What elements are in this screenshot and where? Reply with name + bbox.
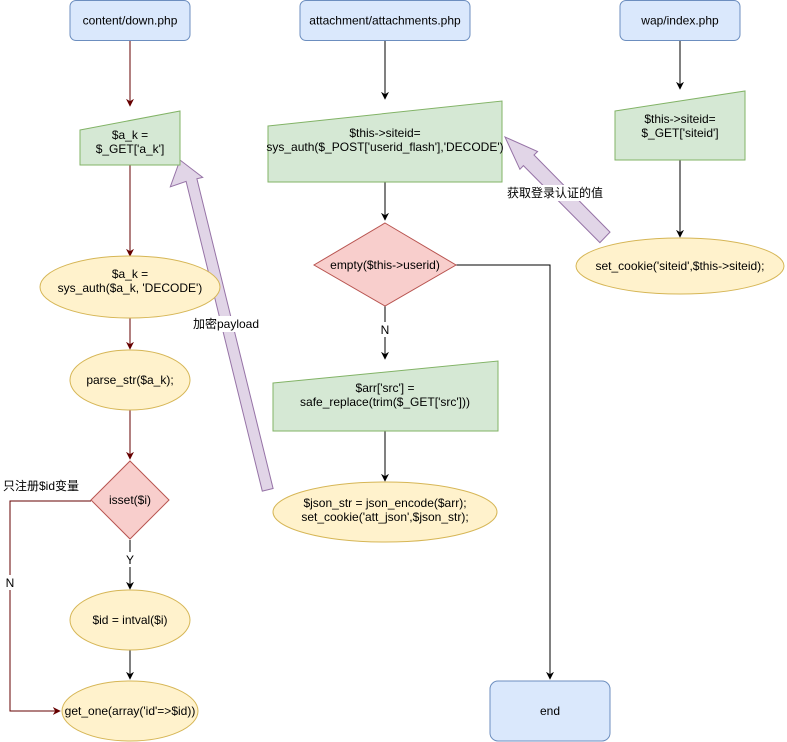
- node-attachments-php-label: attachment/attachments.php: [309, 14, 461, 28]
- node-ak-auth: [39, 255, 221, 319]
- edges-left-column: [9, 40, 134, 715]
- node-siteid-auth-line1: $this->siteid=: [349, 126, 420, 140]
- node-set-cookie-siteid: [575, 237, 785, 295]
- node-siteid-auth: [267, 100, 503, 183]
- node-arr-src: [272, 360, 499, 432]
- node-isset-label: isset($i): [109, 493, 151, 507]
- node-intval: [69, 589, 191, 651]
- node-arr-src-line2: safe_replace(trim($_GET['src'])): [300, 395, 470, 409]
- node-ak-get-line2: $_GET['a_k']: [96, 142, 165, 156]
- node-intval-label: $id = intval($i): [92, 613, 167, 627]
- node-wap-siteid-line1: $this->siteid=: [644, 112, 715, 126]
- node-empty-userid: [313, 222, 457, 307]
- node-siteid-auth-line2: sys_auth($_POST['userid_flash'],'DECODE'…: [266, 140, 503, 154]
- label-encrypt-payload: 加密payload: [193, 316, 259, 331]
- node-parse-str: [69, 349, 191, 411]
- label-no-mid: N: [381, 323, 390, 337]
- label-no-left-bg: [4, 575, 17, 590]
- edge-empty-yes-to-end: [456, 264, 554, 680]
- node-end: [489, 680, 611, 742]
- node-ak-auth-line1: $a_k =: [112, 267, 148, 281]
- node-parse-str-label: parse_str($a_k);: [86, 373, 173, 387]
- label-yes-bg: [123, 552, 137, 567]
- node-arr-src-line1: $arr['src'] =: [356, 381, 415, 395]
- label-login-value: 获取登录认证的值: [507, 185, 603, 200]
- node-wap-index-php: [619, 0, 741, 41]
- node-attachments-php: [299, 0, 471, 41]
- node-wap-index-php-label: wap/index.php: [640, 14, 719, 28]
- node-ak-get: [79, 110, 181, 166]
- node-ak-get-line1: $a_k =: [112, 128, 148, 142]
- node-ak-auth-line2: sys_auth($a_k, 'DECODE'): [58, 281, 203, 295]
- label-encrypt-payload-bg: [190, 316, 262, 332]
- node-get-one: [61, 680, 199, 742]
- node-json-cookie: [272, 481, 498, 543]
- node-isset: [90, 460, 170, 540]
- node-wap-siteid: [614, 90, 746, 161]
- label-yes: Y: [126, 553, 134, 567]
- label-login-value-bg: [505, 185, 605, 201]
- node-get-one-label: get_one(array('id'=>$id)): [65, 704, 196, 718]
- label-no-mid-bg: [378, 322, 392, 337]
- node-empty-userid-label: empty($this->userid): [330, 258, 440, 272]
- node-json-cookie-line1: $json_str = json_encode($arr);: [303, 496, 466, 510]
- edges-middle-right: [381, 40, 684, 680]
- node-wap-siteid-line2: $_GET['siteid']: [641, 126, 718, 140]
- node-set-cookie-siteid-label: set_cookie('siteid',$this->siteid);: [596, 259, 765, 273]
- node-end-label: end: [540, 704, 560, 718]
- node-content-down-php: [69, 0, 191, 41]
- label-only-register-id: 只注册$id变量: [3, 478, 79, 493]
- node-content-down-php-label: content/down.php: [83, 14, 178, 28]
- node-json-cookie-line2: set_cookie('att_json',$json_str);: [301, 510, 468, 524]
- label-no-left: N: [6, 576, 15, 590]
- edge-isset-no-to-getone: [9, 500, 91, 715]
